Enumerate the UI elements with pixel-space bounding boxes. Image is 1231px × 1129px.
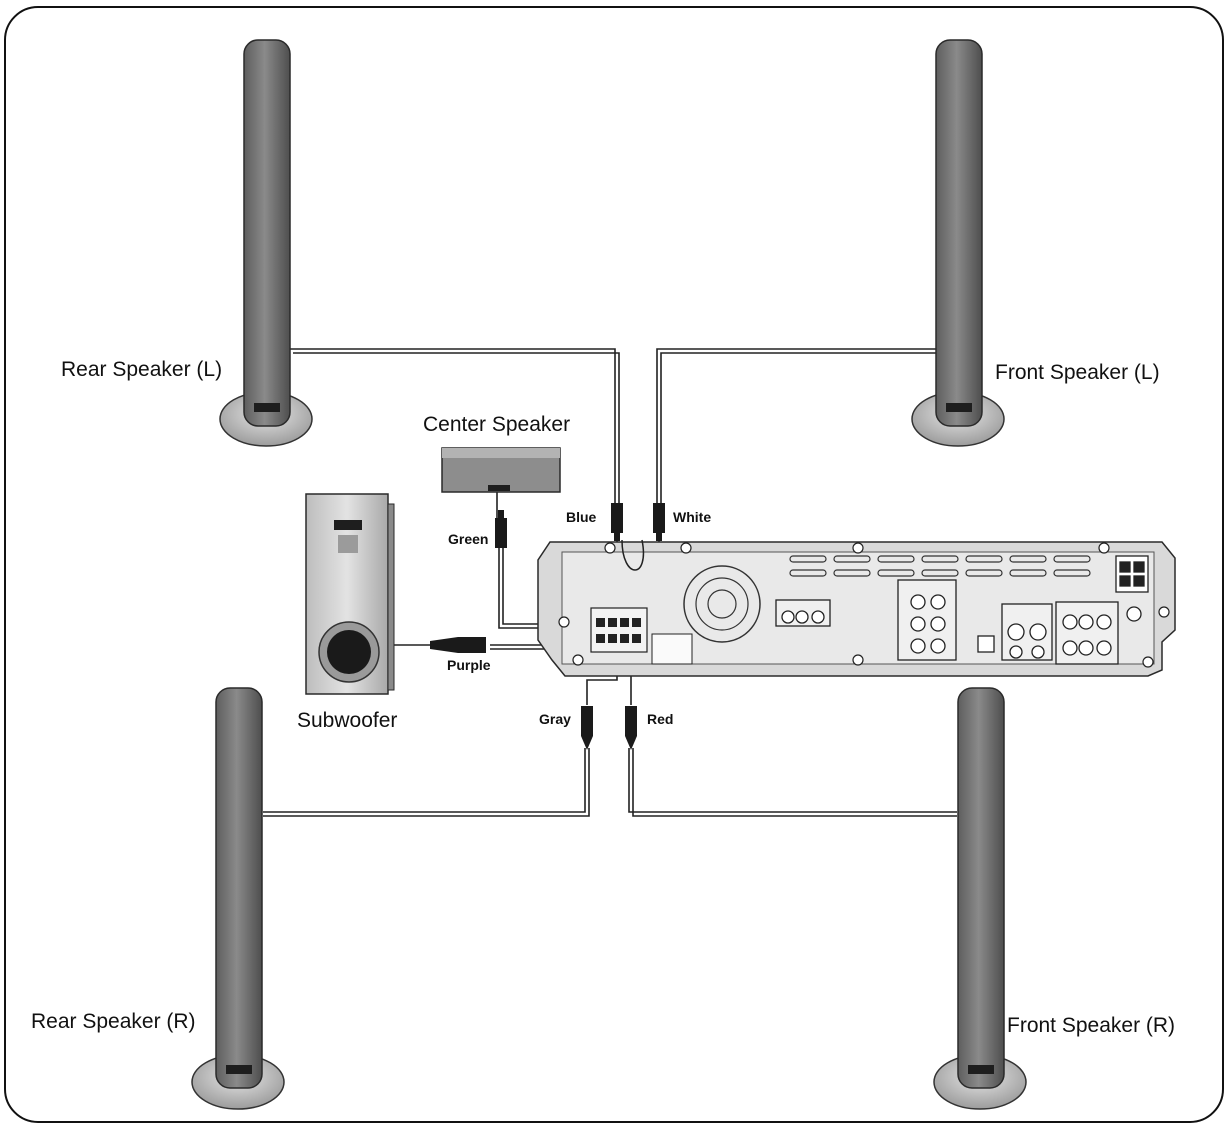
plug-gray [581, 706, 593, 750]
front-right-speaker [933, 687, 1027, 1110]
center-speaker-label: Center Speaker [423, 413, 571, 436]
rear-left-speaker-label: Rear Speaker (L) [61, 358, 223, 381]
panel-screws [558, 542, 1170, 668]
cable-clamp [621, 539, 645, 571]
rear-left-speaker [219, 39, 313, 447]
wire-label-green: Green [448, 531, 489, 547]
speaker-terminal-block [590, 607, 693, 665]
wire-label-purple: Purple [447, 657, 491, 673]
optical-and-svideo [977, 603, 1053, 661]
front-right-speaker-label: Front Speaker (R) [1007, 1014, 1176, 1037]
samsung-logo-badge [968, 1065, 994, 1074]
diagram-frame [4, 6, 1224, 1123]
samsung-logo-badge [226, 1065, 252, 1074]
wire-rear-left [290, 348, 616, 515]
vent-slots [789, 555, 1091, 577]
samsung-logo-badge [254, 403, 280, 412]
subwoofer-label: Subwoofer [297, 709, 398, 732]
rear-right-speaker-label: Rear Speaker (R) [31, 1010, 196, 1033]
front-left-speaker [911, 39, 1005, 447]
rear-right-speaker [191, 687, 285, 1110]
wire-front-left [656, 348, 936, 515]
plug-blue [611, 503, 623, 541]
wire-label-gray: Gray [539, 711, 571, 727]
plug-red [625, 706, 637, 750]
samsung-logo-badge [946, 403, 972, 412]
wire-plugs [430, 503, 665, 750]
wire-front-right [628, 748, 957, 813]
cooling-fan [683, 565, 761, 643]
audio-jacks [775, 599, 831, 627]
wire-label-blue: Blue [566, 509, 597, 525]
front-left-speaker-label: Front Speaker (L) [995, 361, 1160, 384]
samsung-logo-badge [488, 485, 510, 491]
wire-label-red: Red [647, 711, 674, 727]
receiver-rear-panel [537, 539, 1176, 677]
subwoofer [305, 493, 395, 695]
plug-green [495, 510, 507, 548]
plug-white [653, 503, 665, 541]
plug-purple [430, 637, 486, 653]
wire-rear-right [263, 748, 586, 813]
samsung-logo-badge [334, 520, 362, 530]
video-jacks [897, 579, 957, 661]
antenna-terminals [1115, 555, 1149, 622]
component-jacks [1055, 601, 1119, 665]
wire-label-white: White [673, 509, 712, 525]
center-speaker [441, 447, 561, 493]
